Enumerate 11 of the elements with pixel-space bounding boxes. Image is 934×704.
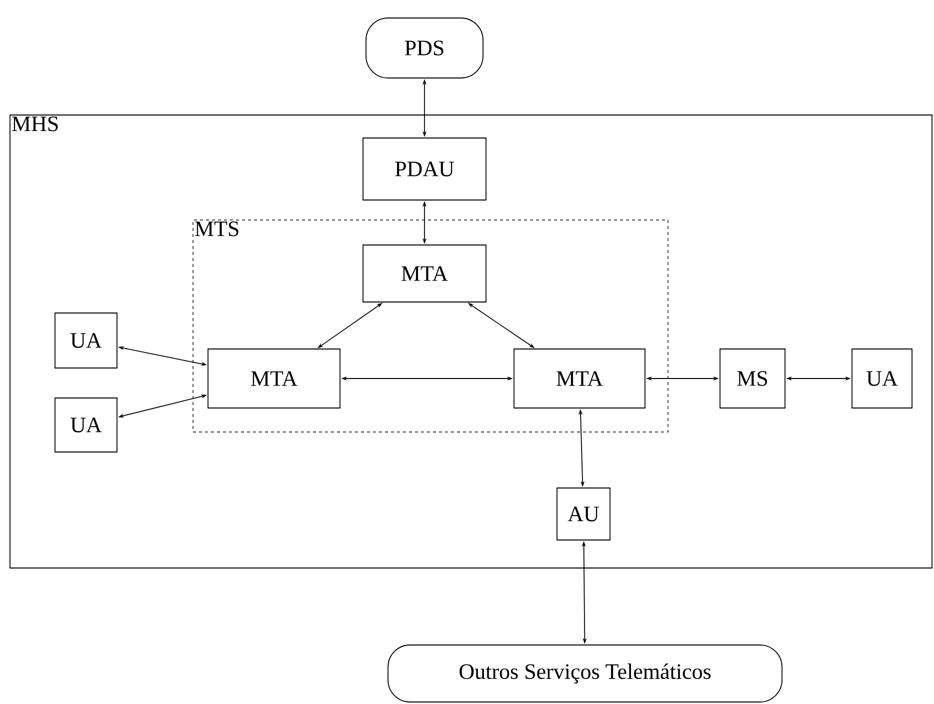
terminal-box: Outros Serviços Telemáticos [388, 644, 782, 702]
process-box: MTA [514, 348, 646, 408]
process-box: UA [852, 348, 912, 408]
terminal-box: PDS [366, 18, 484, 78]
process-box: MTA [208, 348, 340, 408]
process-box: AU [556, 488, 610, 540]
process-box: UA [54, 312, 118, 368]
process-box: MTA [362, 244, 486, 302]
process-box: UA [54, 398, 118, 452]
process-box: PDAU [362, 138, 486, 200]
process-box: MS [720, 348, 786, 408]
